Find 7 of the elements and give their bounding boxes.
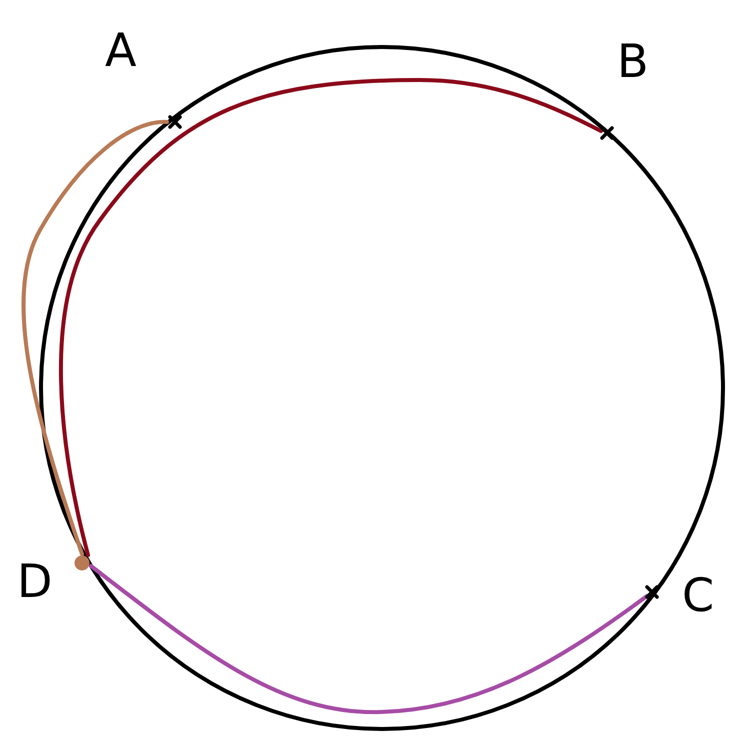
point-label: D [17,558,52,604]
arc-line [22,120,169,556]
point-label: B [617,38,649,84]
arc-line [59,78,603,557]
point-label: A [105,27,136,73]
arc-line [89,564,649,714]
point-label: C [682,572,714,618]
